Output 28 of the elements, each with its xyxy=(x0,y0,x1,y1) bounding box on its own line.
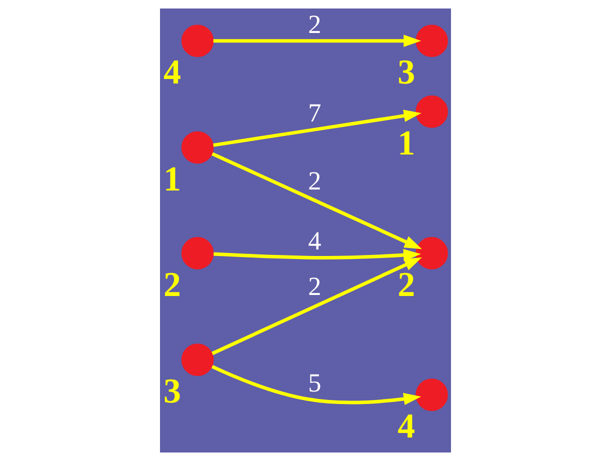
edge-label: 2 xyxy=(308,166,321,196)
arrow xyxy=(211,257,422,356)
node-circle xyxy=(180,131,214,164)
arrow xyxy=(210,364,421,406)
edge-label: 7 xyxy=(308,98,321,128)
edge-label: 2 xyxy=(308,10,321,40)
node-circle xyxy=(415,95,448,128)
node-circle xyxy=(415,24,448,58)
node-label: 1 xyxy=(397,123,415,162)
edge-label: 4 xyxy=(308,226,321,256)
arrow xyxy=(211,152,422,250)
node-circle xyxy=(180,237,214,270)
node-label: 3 xyxy=(397,52,415,92)
node-label: 4 xyxy=(397,406,415,446)
node-circle xyxy=(180,24,214,58)
edge-label: 5 xyxy=(308,368,321,398)
arrow xyxy=(213,248,421,262)
edge-label: 2 xyxy=(308,272,321,302)
arrow xyxy=(212,110,421,147)
node-label: 2 xyxy=(397,265,415,304)
arrow xyxy=(212,34,421,47)
node-label: 4 xyxy=(162,52,180,92)
node-circle xyxy=(180,344,214,376)
node-label: 2 xyxy=(162,265,180,304)
node-circle xyxy=(415,237,448,270)
node-label: 3 xyxy=(162,372,180,411)
node-circle xyxy=(415,378,448,411)
node-label: 1 xyxy=(162,159,180,198)
